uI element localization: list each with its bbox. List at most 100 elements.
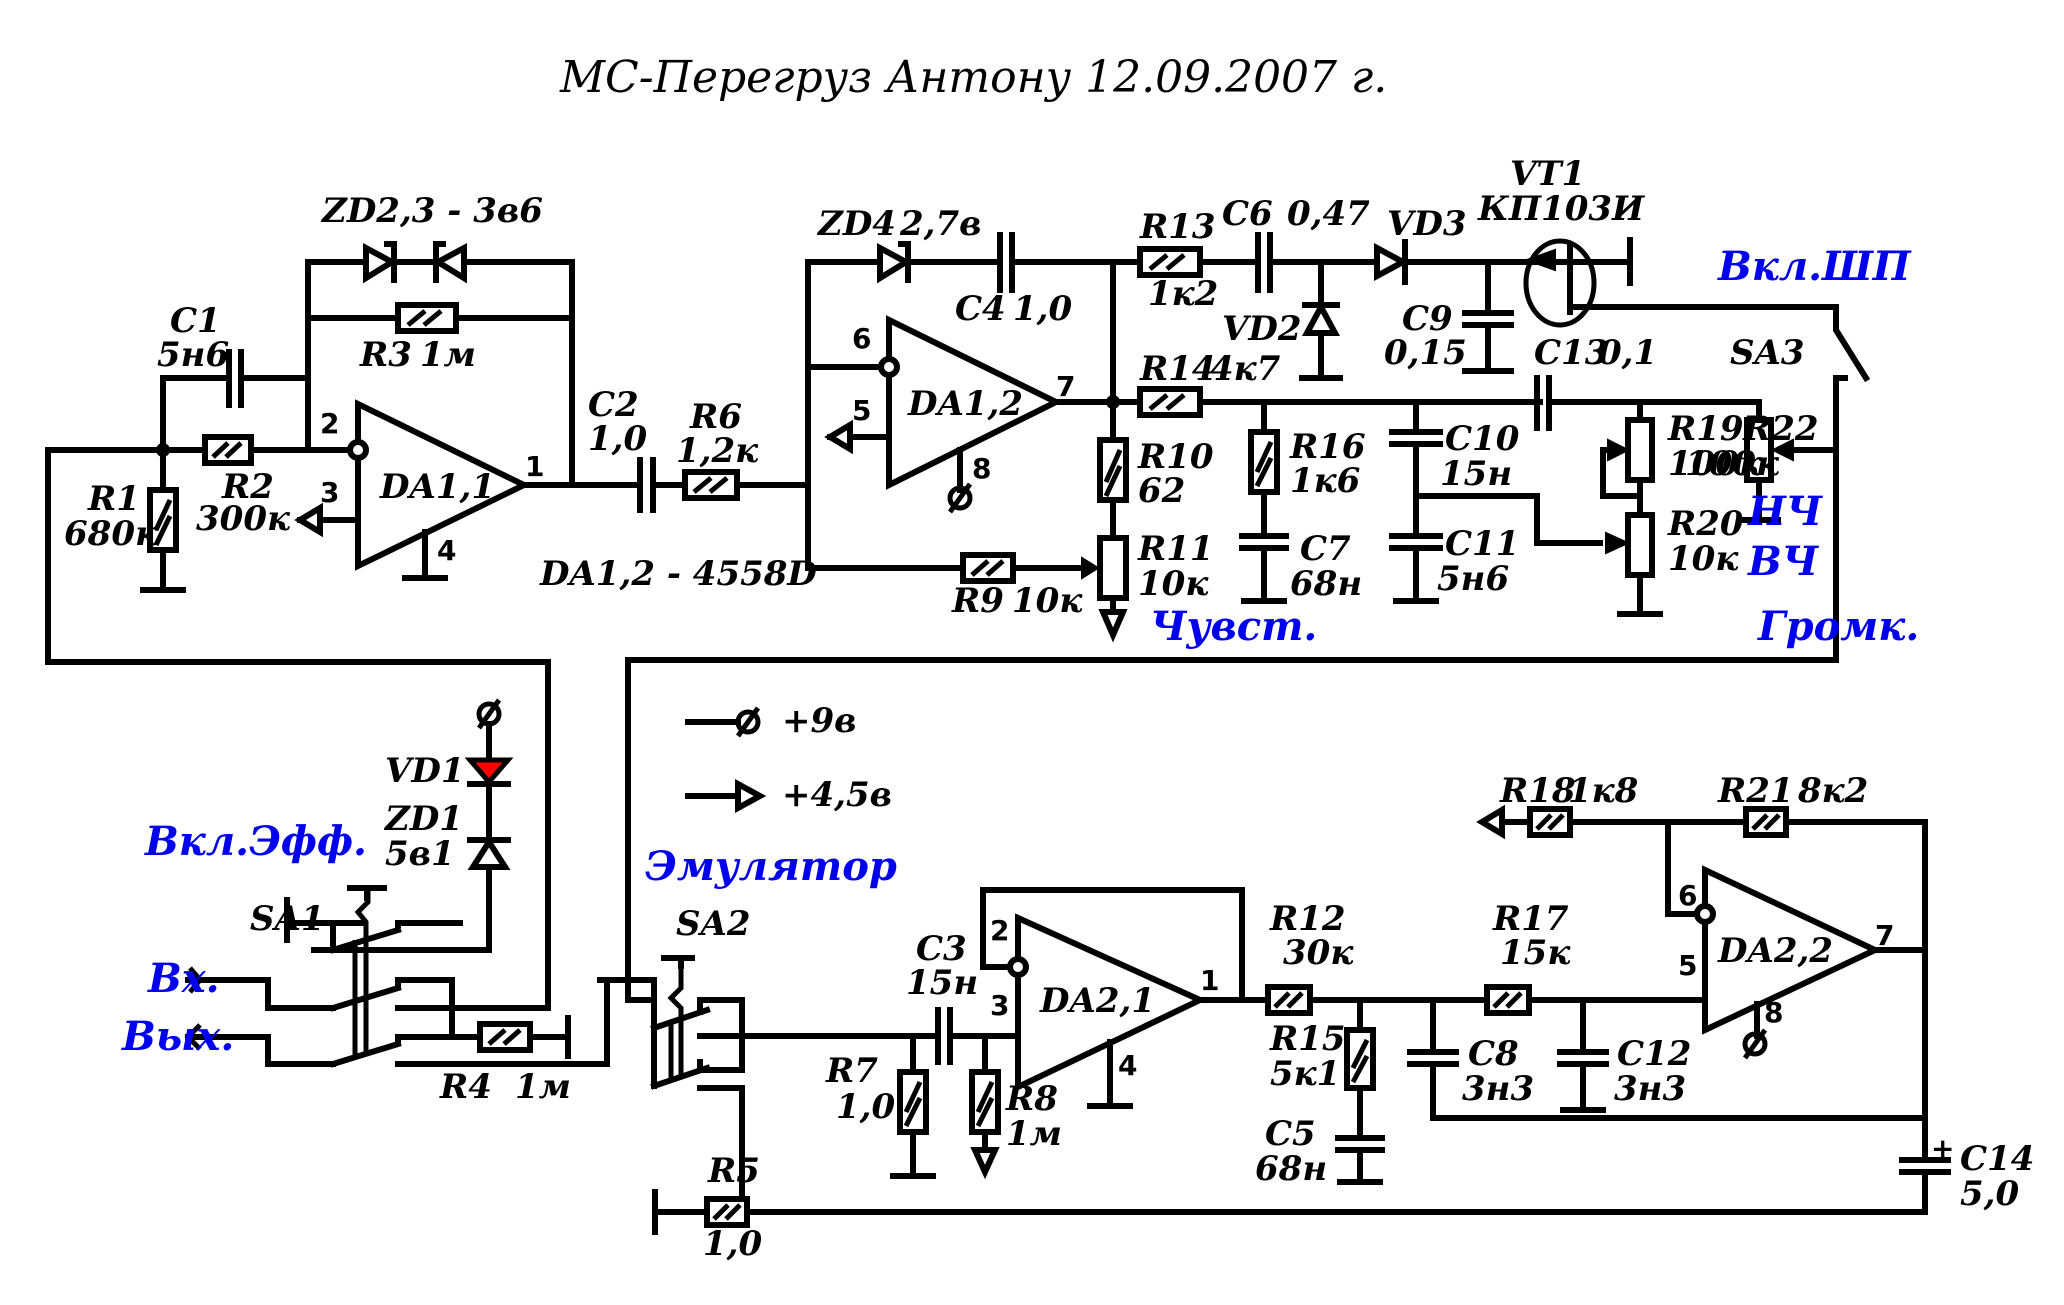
label-c11-ref: C11 (1445, 524, 1519, 564)
label-r8-ref: R8 (1005, 1079, 1058, 1119)
label-part-note: DA1,2 - 4558D (539, 554, 817, 594)
label-r3-ref: R3 (359, 335, 412, 375)
label-c12-ref: C12 (1617, 1034, 1691, 1074)
wire (597, 977, 657, 1089)
zener-zd3-icon (431, 241, 467, 284)
label-r2-value: 300к (196, 499, 291, 539)
control-label-noise-gate: Вкл.ШП (1717, 243, 1912, 290)
label-r22-ref: R22 (1742, 409, 1819, 449)
label-c9-value: 0,15 (1384, 333, 1467, 373)
label-r1-ref: R1 (87, 479, 140, 519)
zener-zd2-icon (363, 241, 399, 284)
label-c3-ref: C3 (916, 929, 967, 969)
half-supply-icon (294, 502, 323, 538)
pin-label: 2 (320, 407, 339, 440)
label-da1-1: DA1,1 (379, 467, 495, 507)
control-label-sensitivity: Чувст. (1150, 603, 1317, 650)
resistor-r4 (477, 1021, 533, 1053)
label-r2-ref: R2 (221, 467, 274, 507)
label-da1-2: DA1,2 (907, 384, 1023, 424)
label-r5-ref: R5 (707, 1151, 760, 1191)
pin-label: 8 (972, 452, 991, 485)
output-jack-icon[interactable] (184, 1023, 202, 1051)
resistor-r16 (1248, 429, 1280, 495)
resistor-r12 (1265, 984, 1313, 1016)
label-r14-ref: R14 (1139, 349, 1216, 389)
label-zd1-value: 5в1 (385, 834, 455, 874)
label-r19-value: 100к (1668, 444, 1763, 484)
label-r20-value: 10к (1668, 539, 1739, 579)
label-zd1-ref: ZD1 (383, 799, 463, 839)
resistor-r8 (969, 1069, 1001, 1135)
label-r13-value: 1к2 (1148, 274, 1218, 314)
label-c6-ref: C6 (1222, 194, 1273, 234)
label-r7-ref: R7 (825, 1051, 878, 1091)
resistor-r17 (1484, 984, 1532, 1016)
input-jack-icon[interactable] (188, 966, 204, 994)
label-r4-value: 1м (515, 1067, 571, 1107)
label-r11-value: 10к (1138, 564, 1209, 604)
label-c10-ref: C10 (1445, 419, 1520, 459)
label-r10-value: 62 (1138, 471, 1185, 511)
legend-label-4-5v: +4,5в (782, 775, 892, 815)
diode-vd3-icon (1374, 239, 1410, 285)
label-vd2-ref: VD2 (1222, 309, 1302, 349)
zener-zd4-icon (877, 241, 913, 284)
label-r12-value: 30к (1283, 933, 1354, 973)
pin-label: 5 (852, 394, 871, 427)
label-c8-value: 3н3 (1462, 1069, 1534, 1109)
switch-sa3[interactable] (1833, 304, 1871, 383)
label-c9-ref: C9 (1402, 299, 1453, 339)
label-r15-value: 5к1 (1270, 1054, 1340, 1094)
label-vt1-ref: VT1 (1510, 154, 1585, 194)
control-label-input: Вх. (147, 955, 220, 1002)
label-r18-ref: R18 (1499, 771, 1576, 811)
stage-emulator: Эмулятор SA2 C3 15н R7 1,0 R8 1м 2 3 1 4… (597, 657, 1928, 1264)
pin-label: 8 (1764, 996, 1783, 1029)
resistor-r14 (1137, 386, 1203, 418)
stage-noise-gate: R13 1к2 C6 0,47 VD2 VD3 C9 0,15 VT1 КП10… (1110, 154, 1912, 663)
label-c7-value: 68н (1290, 564, 1362, 604)
resistor-r7 (897, 1069, 929, 1135)
label-r15-ref: R15 (1269, 1019, 1346, 1059)
opamp-da2-2 (1702, 865, 1883, 1035)
wire (1430, 1061, 1928, 1121)
label-c5-value: 68н (1255, 1149, 1327, 1189)
wire (395, 920, 463, 928)
stage-da1-1: ZD2,3 - 3в6 R3 1м C1 5н6 R2 300к R1 680к… (45, 191, 817, 673)
schematic-title: МС-Перегруз Антону 12.09.2007 г. (559, 52, 1387, 103)
potentiometer-r19[interactable] (1625, 417, 1655, 483)
label-da2-1: DA2,1 (1039, 981, 1155, 1021)
control-label-effect-on: Вкл.Эфф. (144, 818, 367, 865)
control-label-volume: Громк. (1757, 603, 1919, 650)
wiper-arrow-icon (1605, 531, 1631, 555)
wire (980, 887, 1245, 1003)
label-r14-value: 4к7 (1210, 349, 1281, 389)
wire (185, 977, 336, 1011)
switch-sa2-spring (667, 962, 684, 1016)
resistor-r10 (1097, 437, 1129, 503)
potentiometer-r20[interactable] (1625, 512, 1655, 578)
label-r8-value: 1м (1006, 1114, 1062, 1154)
wiper-arrow-icon (1770, 438, 1794, 462)
opamp-da1-2 (886, 315, 1063, 490)
pin-label: 7 (1056, 370, 1075, 403)
label-r9-value: 10к (1012, 581, 1083, 621)
pin-label: 1 (1200, 964, 1219, 997)
pin-label: 4 (1118, 1049, 1137, 1082)
jfet-vt1-icon (1523, 237, 1839, 328)
label-r21-value: 8к2 (1797, 771, 1868, 811)
label-r18-value: 1к8 (1568, 771, 1638, 811)
pin-label: 6 (1678, 879, 1697, 912)
wire (1783, 819, 1928, 1163)
resistor-r5 (704, 1196, 750, 1228)
label-c1-value: 5н6 (157, 335, 229, 375)
wire (395, 659, 551, 1011)
wire (697, 1085, 745, 1215)
label-vd3-ref: VD3 (1387, 204, 1467, 244)
wire (395, 1034, 455, 1045)
label-c14-value: 5,0 (1960, 1174, 2019, 1214)
inverting-input-bubble (878, 356, 900, 378)
potentiometer-r11[interactable] (1097, 535, 1129, 601)
